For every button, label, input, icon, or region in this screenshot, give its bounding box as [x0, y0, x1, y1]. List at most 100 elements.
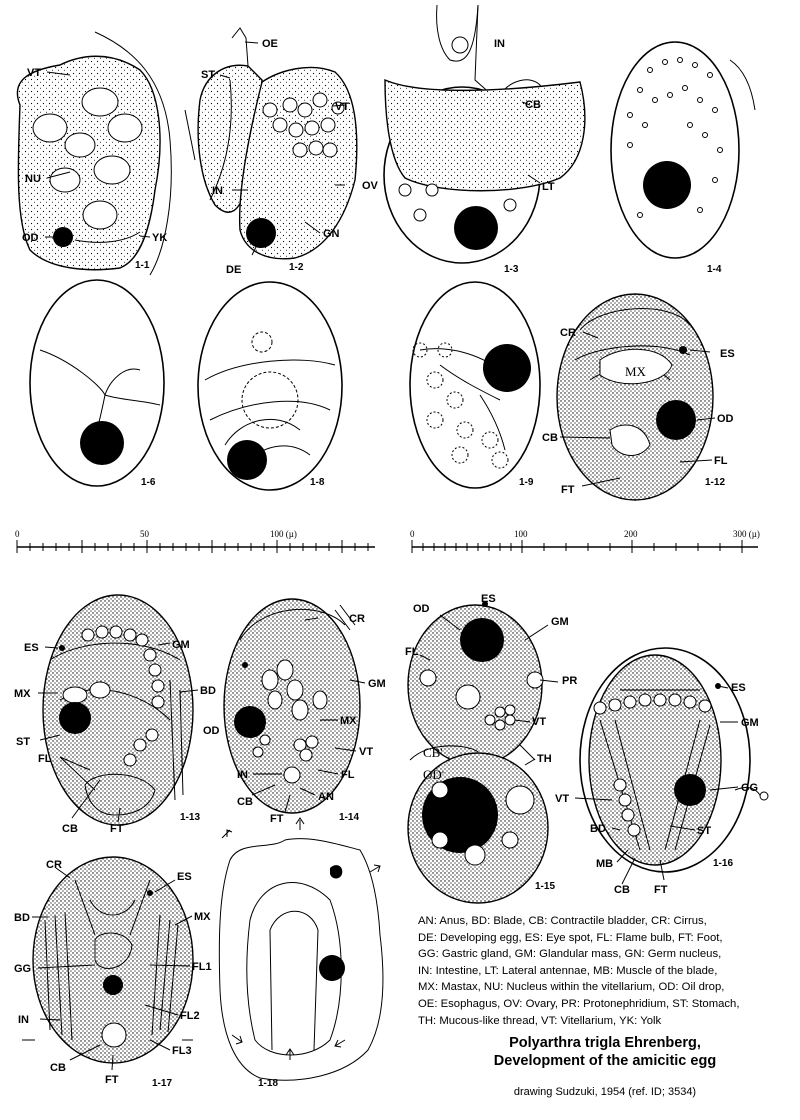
label-cb: CB — [525, 99, 541, 111]
label-gm: GM — [741, 717, 759, 729]
figure-1-13: ES GM MX BD ST FL CB FT 1-13 — [14, 594, 216, 835]
label-ft: FT — [105, 1074, 119, 1086]
label-st: ST — [16, 736, 30, 748]
label-lt: LT — [542, 181, 555, 193]
label-gm: GM — [172, 639, 190, 651]
label-nu: NU — [25, 173, 41, 185]
figure-number: 1-1 — [135, 260, 150, 271]
abbreviation-legend: AN: Anus, BD: Blade, CB: Contractile bla… — [418, 913, 798, 1029]
label-ft: FT — [110, 823, 124, 835]
legend-line: TH: Mucous-like thread, VT: Vitellarium,… — [418, 1014, 662, 1027]
label-fl: FL — [38, 753, 52, 765]
figure-number: 1-4 — [707, 264, 722, 275]
figure-number: 1-15 — [535, 881, 555, 892]
label-fl: FL — [405, 646, 419, 658]
scale-tick-100: 100 — [514, 529, 528, 539]
label-cb: CB — [62, 823, 78, 835]
label-od: OD — [413, 603, 430, 615]
figure-1-3: IN CB LT 1-3 — [383, 4, 586, 275]
label-cb-prime: CB' — [423, 745, 443, 760]
label-vt: VT — [335, 101, 349, 113]
label-fl2: FL2 — [180, 1010, 200, 1022]
label-gg: GG — [741, 782, 758, 794]
label-fl: FL — [341, 769, 355, 781]
figure-number: 1-8 — [310, 477, 325, 488]
label-ov: OV — [362, 180, 379, 192]
label-cb: CB — [237, 796, 253, 808]
figure-1-2: OE ST VT IN OV GN DE 1-2 — [184, 27, 379, 276]
label-cr: CR — [560, 327, 576, 339]
figure-1-15: OD ES GM FL PR VT CB' OD' TH 1-15 — [405, 593, 577, 904]
label-od-prime: OD' — [423, 767, 444, 782]
title-line-1: Polyarthra trigla Ehrenberg, — [509, 1035, 701, 1051]
scale-tick-100: 100 (µ) — [270, 529, 297, 539]
label-gn: GN — [323, 228, 340, 240]
label-od: OD — [717, 413, 734, 425]
label-bd: BD — [14, 912, 30, 924]
label-es: ES — [731, 682, 746, 694]
scale-tick-200: 200 — [624, 529, 638, 539]
label-cr: CR — [46, 859, 62, 871]
scale-tick-0: 0 — [410, 529, 415, 539]
figure-number: 1-9 — [519, 477, 534, 488]
label-oe: OE — [262, 38, 278, 50]
figure-number: 1-6 — [141, 477, 156, 488]
label-th: TH — [537, 753, 552, 765]
label-vt: VT — [532, 716, 546, 728]
label-cb: CB — [614, 884, 630, 896]
label-st: ST — [697, 825, 711, 837]
label-in: IN — [212, 185, 223, 197]
label-gm: GM — [551, 616, 569, 628]
legend-line: AN: Anus, BD: Blade, CB: Contractile bla… — [418, 915, 707, 927]
label-de: DE — [226, 264, 241, 276]
label-mb: MB — [596, 858, 613, 870]
label-ft: FT — [561, 484, 575, 496]
figure-1-1: VT NU OD YK 1-1 — [16, 31, 172, 276]
label-gm: GM — [368, 678, 386, 690]
legend-line: GG: Gastric gland, GM: Glandular mass, G… — [418, 948, 722, 961]
label-in: IN — [18, 1014, 29, 1026]
label-mx: MX — [14, 688, 31, 700]
scale-tick-50: 50 — [140, 529, 150, 539]
figure-number: 1-13 — [180, 812, 200, 823]
figure-number: 1-3 — [504, 264, 519, 275]
figure-1-18: 1-18 — [218, 817, 384, 1089]
label-fl1: FL1 — [192, 961, 212, 973]
legend-line: OE: Esophagus, OV: Ovary, PR: Protonephr… — [418, 997, 740, 1010]
label-es: ES — [177, 871, 192, 883]
figure-number: 1-17 — [152, 1078, 172, 1089]
legend-line: MX: Mastax, NU: Nucleus within the vitel… — [418, 981, 725, 994]
label-mx: MX — [625, 364, 647, 379]
figure-number: 1-2 — [289, 262, 304, 273]
label-in: IN — [237, 769, 248, 781]
label-cb: CB — [50, 1062, 66, 1074]
label-vt: VT — [555, 793, 569, 805]
figure-1-16: ES GM GG VT ST BD MB CB FT 1-16 — [555, 647, 769, 896]
label-an: AN — [318, 791, 334, 803]
figure-1-17: CR ES BD MX GG FL1 FL2 IN FL3 CB FT 1-17 — [14, 856, 212, 1089]
legend-line: IN: Intestine, LT: Lateral antennae, MB:… — [418, 964, 718, 977]
label-bd: BD — [590, 823, 606, 835]
scale-tick-300: 300 (µ) — [733, 529, 760, 539]
scale-bar-left: 0 50 100 (µ) — [15, 529, 375, 553]
figure-1-12: CR ES MX OD CB FL FT 1-12 — [542, 293, 735, 501]
label-fl: FL — [714, 455, 728, 467]
title-line-2: Development of the amicitic egg — [493, 1053, 717, 1069]
label-gg: GG — [14, 963, 31, 975]
figure-1-9: 1-9 — [409, 281, 541, 489]
label-bd: BD — [200, 685, 216, 697]
label-es: ES — [481, 593, 496, 605]
plate-title: Polyarthra trigla Ehrenberg, Development… — [440, 1034, 770, 1070]
label-ft: FT — [654, 884, 668, 896]
label-mx: MX — [340, 715, 357, 727]
figure-1-14: CR GM MX OD VT IN FL CB AN FT 1-14 — [203, 598, 386, 825]
label-cr: CR — [349, 613, 365, 625]
figure-1-6: 1-6 — [29, 279, 165, 488]
scale-bar-right: 0 100 200 300 (µ) — [410, 529, 760, 553]
label-in: IN — [494, 38, 505, 50]
label-od: OD — [203, 725, 220, 737]
figure-number: 1-16 — [713, 858, 733, 869]
label-es: ES — [24, 642, 39, 654]
label-vt: VT — [27, 67, 41, 79]
figure-number: 1-14 — [339, 812, 359, 823]
